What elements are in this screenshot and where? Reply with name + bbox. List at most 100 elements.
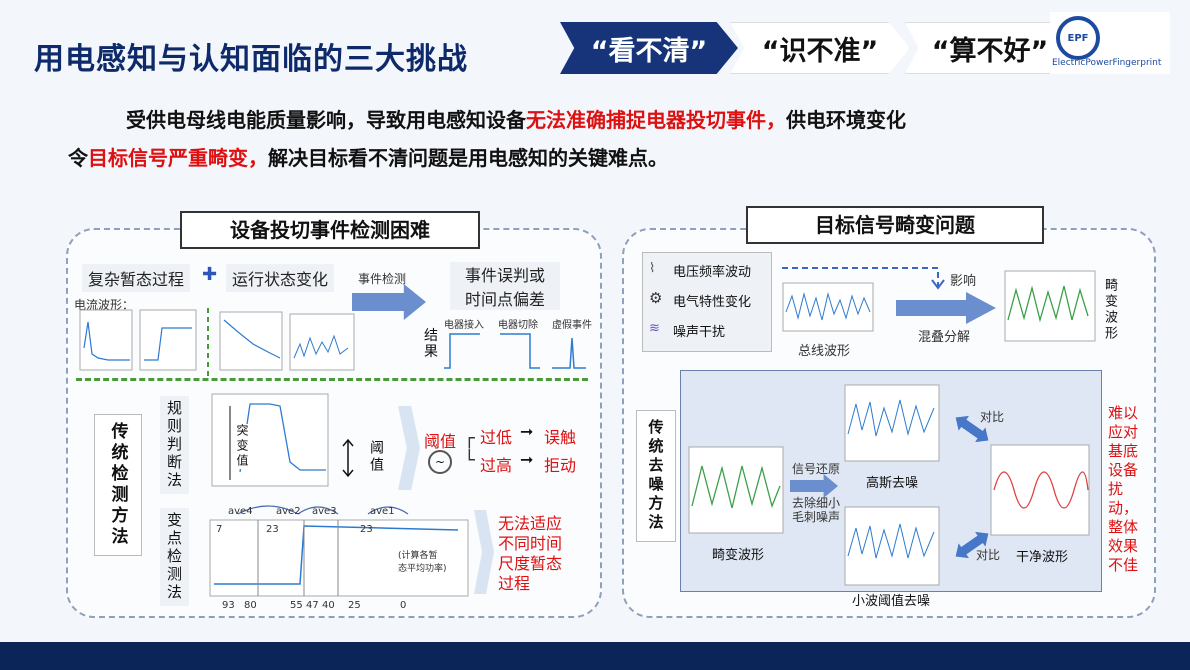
intro-line-1: 受供电母线电能质量影响，导致用电感知设备无法准确捕捉电器投切事件，供电环境变化 xyxy=(126,104,906,133)
remove-label: 去除细小 毛刺噪声 xyxy=(792,496,841,524)
ave1: ave1 xyxy=(370,506,395,517)
intro-text: 令 xyxy=(68,146,88,170)
intro-text: 解决目标看不清问题是用电感知的关键难点。 xyxy=(268,146,668,170)
voltage-icon: ⌇ xyxy=(649,261,656,276)
dashed-arrowhead xyxy=(931,279,945,290)
chevron-arrow xyxy=(474,510,494,594)
x-val-25: 25 xyxy=(348,600,361,611)
legend-voltage: 电压频率波动 xyxy=(673,265,752,280)
threshold-label: 阈值 xyxy=(424,432,457,451)
false-trigger: 误触 xyxy=(544,428,577,447)
tag-connect: 电器接入 xyxy=(444,320,484,331)
influence-dashed-arrow xyxy=(782,267,945,290)
cp-wave xyxy=(214,525,459,585)
x-val-40: 40 xyxy=(322,600,335,611)
x-val-0: 0 xyxy=(400,600,407,611)
wavelet-wave xyxy=(847,523,935,559)
result-label: 结 果 xyxy=(424,328,438,360)
intro-line-2: 令目标信号严重畸变，解决目标看不清问题是用电感知的关键难点。 xyxy=(68,142,668,171)
calc-note: (计算各暂 态平均功率) xyxy=(398,551,447,574)
thumb-1 xyxy=(79,309,133,371)
current-waveforms xyxy=(79,308,355,376)
x-val-47: 47 xyxy=(306,600,319,611)
rule-wave xyxy=(239,403,326,473)
mix-label: 混叠分解 xyxy=(918,330,971,345)
clean-waveform xyxy=(990,444,1090,536)
intro-text: 供电环境变化 xyxy=(786,108,906,132)
thumb-2 xyxy=(139,309,197,371)
arrow-shape xyxy=(352,284,426,320)
x-val-80: 80 xyxy=(244,600,257,611)
seg-val-3: 23 xyxy=(360,524,373,535)
change-point-plot xyxy=(209,505,469,597)
disturbance-legend: ⌇ 电压频率波动 ⚙ 电气特性变化 ≋ 噪声干扰 xyxy=(642,252,772,352)
challenge-recognize: “识不准” xyxy=(730,22,910,74)
distorted2-label: 畸变波形 xyxy=(712,548,765,563)
traditional-detect-methods: 传统检测方法 xyxy=(94,414,142,556)
page-title: 用电感知与认知面临的三大挑战 xyxy=(34,42,468,77)
x-val-55: 55 xyxy=(290,600,303,611)
wavelet-frame xyxy=(844,506,940,586)
change-point-method: 变点检测法 xyxy=(160,508,189,606)
arrow-right-icon: ➞ xyxy=(520,422,534,441)
challenge-compute: “算不好” xyxy=(905,22,1075,74)
restore-label: 信号还原 xyxy=(792,462,841,476)
distorted-label: 畸变波形 xyxy=(1102,278,1117,342)
intro-text: 受供电母线电能质量影响，导致用电感知设备 xyxy=(126,108,526,132)
chevron-arrow xyxy=(398,406,420,490)
logo-mark: EPF xyxy=(1056,16,1100,60)
legend-noise: 噪声干扰 xyxy=(673,325,726,340)
event-detect-label: 事件检测 xyxy=(358,272,407,286)
reject: 拒动 xyxy=(544,456,577,475)
connect-wave xyxy=(444,333,480,369)
rule-plot xyxy=(211,393,329,487)
brace-bottom: └ xyxy=(464,450,475,471)
sudden-value-label: 突变值 xyxy=(234,424,251,469)
ave3: ave3 xyxy=(312,506,337,517)
bus-wave xyxy=(785,292,871,321)
wave-4 xyxy=(293,334,349,359)
complex-transient: 复杂暂态过程 xyxy=(82,264,191,292)
tag-disconnect: 电器切除 xyxy=(498,320,538,331)
challenge-see: “看不清” xyxy=(560,22,738,74)
x-val-93: 93 xyxy=(222,600,235,611)
disconnect-wave xyxy=(500,333,540,369)
current-label: 电流波形： xyxy=(74,298,135,312)
distorted-waveform xyxy=(1004,270,1096,342)
gauss-frame xyxy=(844,384,940,462)
event-detect-arrow: 事件检测 xyxy=(352,272,426,320)
arrow-right-icon: ➞ xyxy=(520,450,534,469)
legend-electrical: 电气特性变化 xyxy=(673,295,752,310)
avg-arcs xyxy=(237,505,409,515)
wave-1 xyxy=(83,321,130,361)
state-change: 运行状态变化 xyxy=(226,264,335,292)
bracket-down xyxy=(342,469,354,478)
gauss-label: 高斯去噪 xyxy=(866,476,919,491)
gauss-wave xyxy=(847,399,935,437)
seg-val-2: 23 xyxy=(266,524,279,535)
distorted-wave xyxy=(1007,285,1089,323)
noise-icon: ≋ xyxy=(649,321,660,336)
loop-icon: ~ xyxy=(428,450,452,474)
plus-icon: ✚ xyxy=(202,264,218,285)
intro-highlight: 目标信号严重畸变， xyxy=(88,146,268,170)
wavelet-label: 小波阈值去噪 xyxy=(852,594,931,609)
section-divider xyxy=(76,378,588,381)
ave2: ave2 xyxy=(276,506,301,517)
thumb-3 xyxy=(219,311,283,371)
epf-logo: EPF ElectricPowerFingerprint xyxy=(1050,12,1170,74)
traditional-denoise-methods: 传统去噪方法 xyxy=(636,410,676,542)
distorted-frame xyxy=(1004,270,1096,342)
logo-text: ElectricPowerFingerprint xyxy=(1052,58,1162,68)
too-high: 过高 xyxy=(480,456,513,475)
threshold-bracket xyxy=(342,438,354,478)
hard-to-handle: 难以应对基底设备扰动，整体效果不佳 xyxy=(1108,404,1139,574)
intro-highlight: 无法准确捕捉电器投切事件， xyxy=(526,108,786,132)
gauss-waveform xyxy=(844,384,940,462)
compare-label-bottom: 对比 xyxy=(976,548,1001,562)
wave-2 xyxy=(144,327,192,361)
wavelet-waveform xyxy=(844,506,940,586)
bus-frame xyxy=(782,282,874,332)
influence-label: 影响 xyxy=(950,274,977,289)
left-heading: 设备投切事件检测困难 xyxy=(180,211,480,249)
